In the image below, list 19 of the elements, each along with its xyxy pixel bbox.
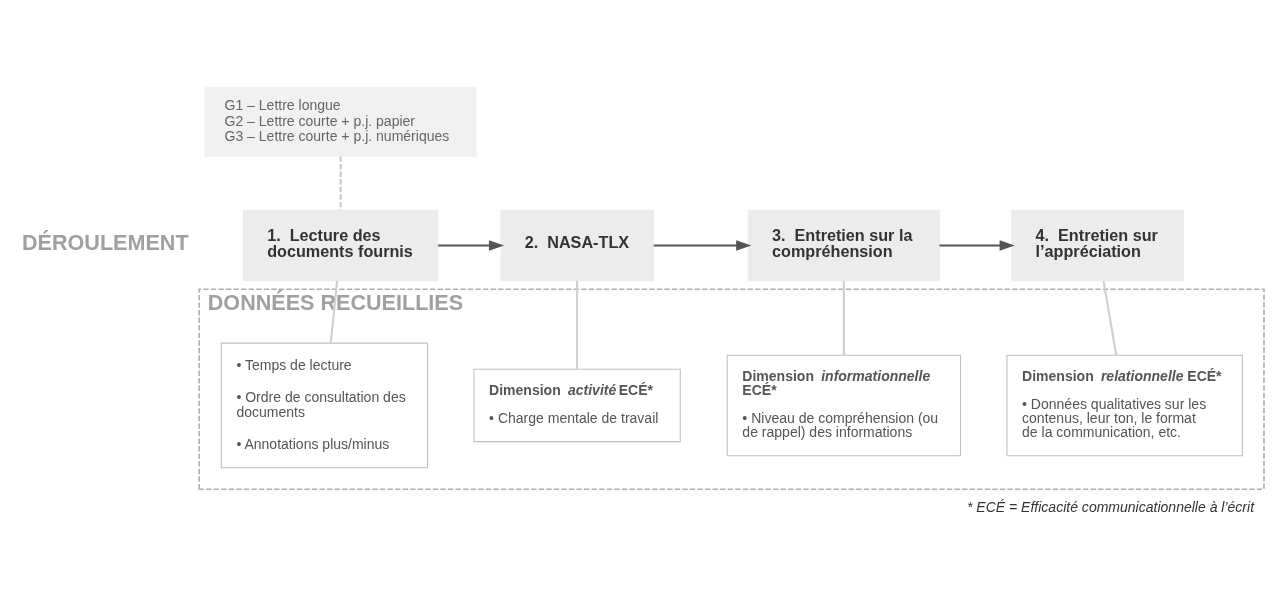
node-box: • Temps de lecture • Ordre de consultation des documents • Annotations plus/minus [220, 342, 429, 469]
node-box: 3. Entretien sur la compréhension [747, 209, 940, 282]
arrow [653, 240, 752, 251]
connector [329, 280, 339, 344]
connector [842, 280, 845, 356]
node-box: Dimension relationnelle ECÉ* • Données qualitatives sur les contenus, leur ton, le format de la communication, etc. [1006, 354, 1243, 457]
label: DÉROULEMENT [22, 229, 189, 255]
node-box: 4. Entretien sur l’appréciation [1011, 209, 1185, 282]
caption: * ECÉ = Efficacité communicationnelle à l’écrit [966, 499, 1255, 516]
connector [339, 156, 342, 211]
arrow [438, 240, 505, 251]
node-box: Dimension informationnelle ECÉ* • Niveau de compréhension (ou de rappel) des informations [726, 354, 962, 457]
connector [576, 280, 579, 370]
node-box: G1 – Lettre longue G2 – Lettre courte + p.j. papier G3 – Lettre courte + p.j. numériques [204, 86, 477, 157]
node-box: 1. Lecture des documents fournis [242, 209, 439, 282]
arrow [939, 240, 1015, 251]
node-box: Dimension activité ECÉ* • Charge mentale de travail [473, 368, 681, 443]
connector [1102, 280, 1118, 356]
node-box: 2. NASA-TLX [500, 209, 654, 282]
